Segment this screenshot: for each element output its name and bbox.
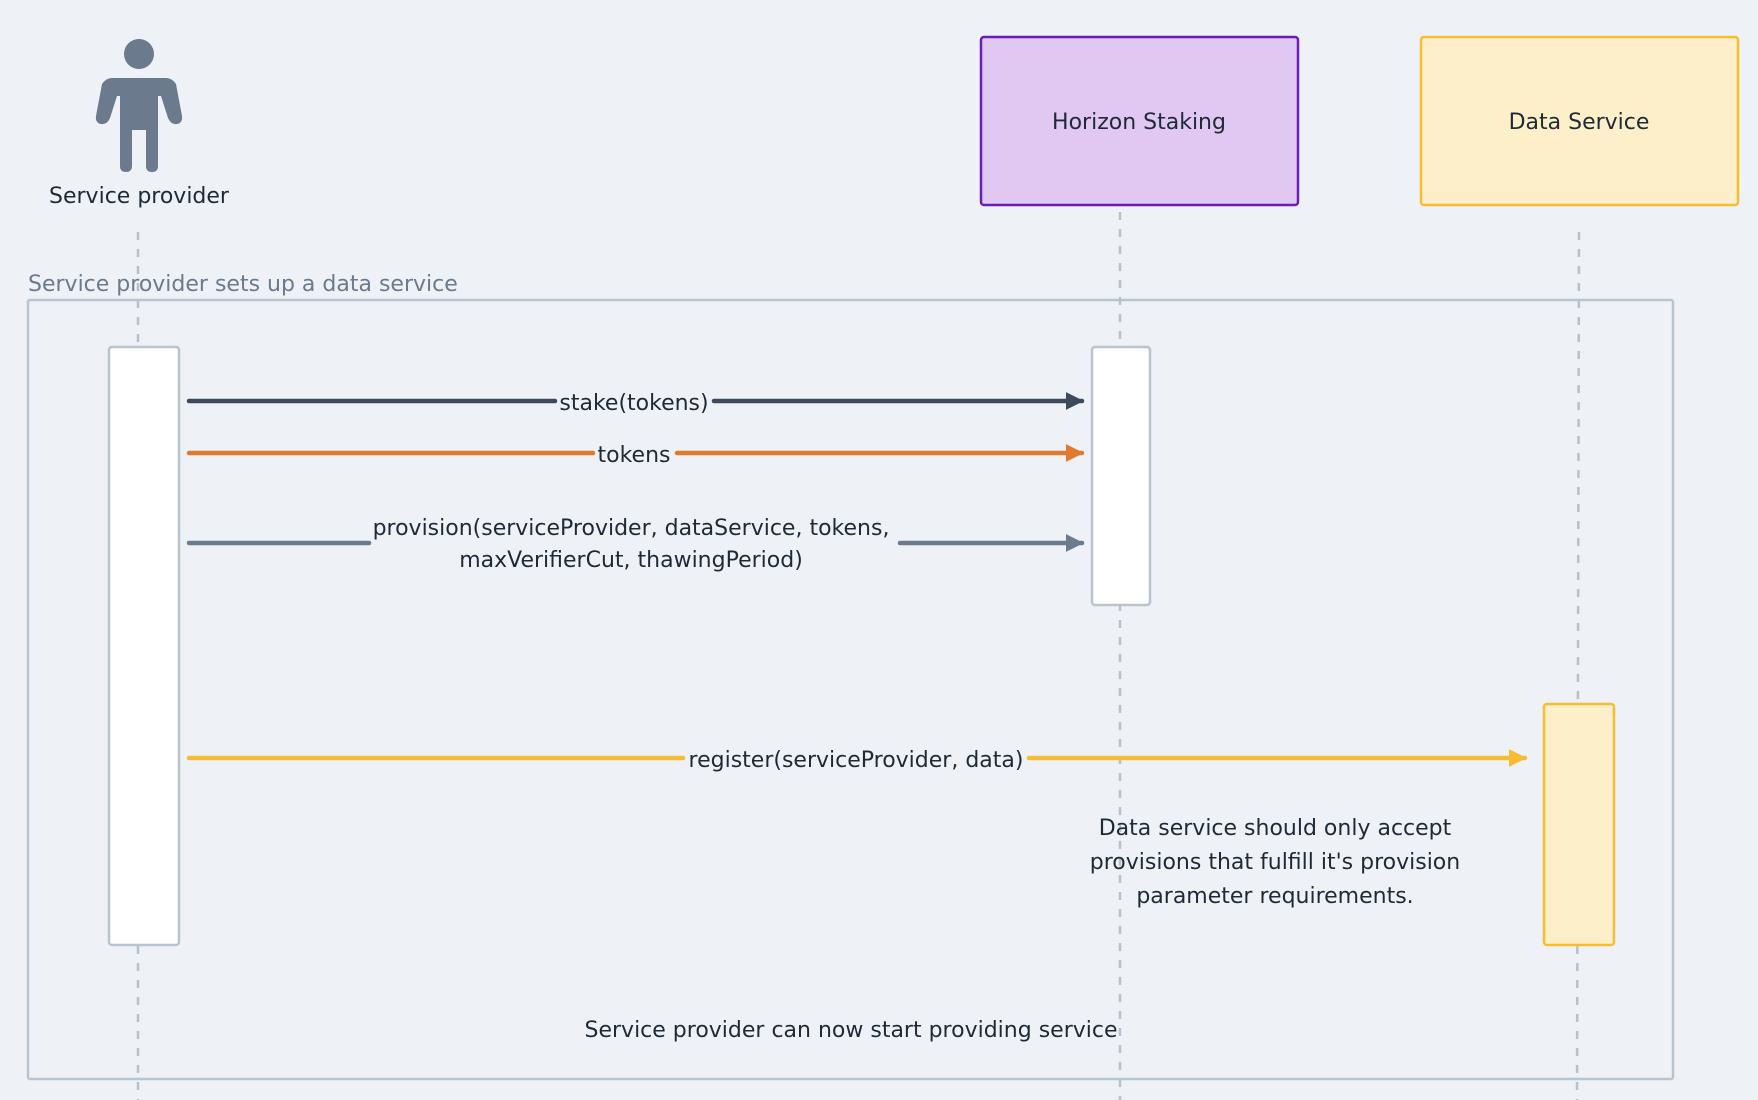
data-service-box [1419,35,1740,207]
group-frame [26,298,1675,1081]
group-label: Service provider sets up a data service [28,272,458,297]
activation-service-provider [107,345,181,947]
provision-label-line-2: maxVerifierCut, thawingPeriod) [459,548,803,573]
activation-horizon-staking [1090,345,1152,607]
final-note: Service provider can now start providing… [585,1018,1118,1043]
tokens-label: tokens [598,443,671,468]
person-icon [95,39,183,172]
data-service-note-line-3: parameter requirements. [1136,884,1413,909]
provision-label-line-1: provision(serviceProvider, dataService, … [373,516,890,541]
service-provider-label: Service provider [49,184,230,209]
stake-label: stake(tokens) [559,391,708,416]
data-service-note-line-1: Data service should only accept [1099,816,1452,841]
data-service-label: Data Service [1509,110,1650,135]
data-service-note-line-2: provisions that fulfill it's provision [1090,850,1460,875]
horizon-staking-label: Horizon Staking [1052,110,1226,135]
register-label: register(serviceProvider, data) [689,748,1024,773]
activation-data-service [1542,702,1616,947]
lifeline-data-service [1575,231,1581,1100]
horizon-staking-box [979,35,1300,207]
